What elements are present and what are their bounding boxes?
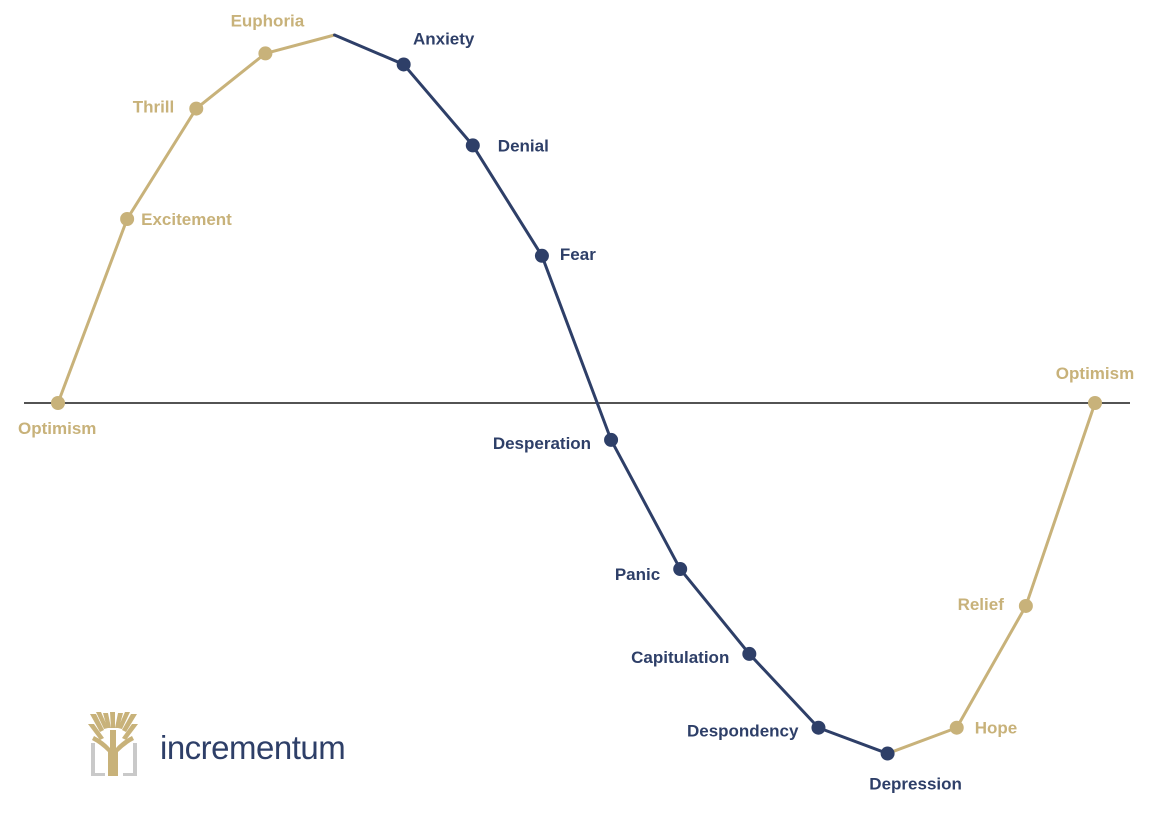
series-line-segment — [609, 438, 682, 571]
data-point-fear — [534, 248, 549, 263]
series-line-segment — [540, 254, 613, 442]
phase-label-denial: Denial — [498, 136, 549, 155]
data-point-anxiety — [396, 57, 411, 72]
logo-text: incrementum — [160, 729, 345, 766]
data-point-capitulation — [742, 646, 757, 661]
tree-icon — [88, 712, 138, 776]
data-point-despondency — [811, 720, 826, 735]
phase-label-optimism: Optimism — [1056, 364, 1134, 383]
data-point-optimism — [51, 396, 65, 410]
series-line-segment — [816, 726, 890, 756]
phase-label-hope: Hope — [975, 719, 1018, 738]
series-line-segment — [56, 217, 129, 405]
incrementum-logo: incrementum — [88, 712, 346, 776]
phase-label-depression: Depression — [869, 775, 962, 794]
series-line-segment — [263, 33, 337, 55]
data-point-desperation — [604, 432, 619, 447]
series-line-segment — [678, 567, 751, 656]
phase-label-desperation: Desperation — [493, 434, 591, 453]
data-point-depression — [880, 746, 895, 761]
phase-label-relief: Relief — [958, 595, 1005, 614]
phase-label-capitulation: Capitulation — [631, 648, 729, 667]
series-line-segment — [1024, 401, 1097, 608]
phase-label-optimism: Optimism — [18, 419, 96, 438]
series-line-segment — [471, 143, 544, 258]
phase-label-panic: Panic — [615, 565, 660, 584]
data-point-thrill — [189, 101, 204, 116]
data-point-optimism — [1088, 396, 1102, 410]
series-line-segment — [333, 33, 406, 66]
data-point-relief — [1018, 598, 1033, 613]
phase-label-excitement: Excitement — [141, 210, 232, 229]
series-line-segment — [955, 604, 1028, 730]
series-line-segment — [125, 107, 198, 221]
data-point-euphoria — [258, 46, 273, 61]
phase-label-anxiety: Anxiety — [413, 29, 475, 48]
data-point-denial — [465, 138, 480, 153]
series-line-segment — [194, 51, 267, 111]
phase-label-despondency: Despondency — [687, 722, 799, 741]
phase-label-thrill: Thrill — [133, 98, 175, 117]
data-point-panic — [673, 562, 688, 577]
data-point-excitement — [120, 212, 135, 226]
data-point-hope — [949, 720, 964, 735]
series-line-segment — [402, 62, 475, 147]
series-line-segment — [747, 652, 820, 730]
phase-label-euphoria: Euphoria — [231, 11, 305, 30]
phase-label-fear: Fear — [560, 245, 596, 264]
series-line-segment — [886, 726, 959, 756]
